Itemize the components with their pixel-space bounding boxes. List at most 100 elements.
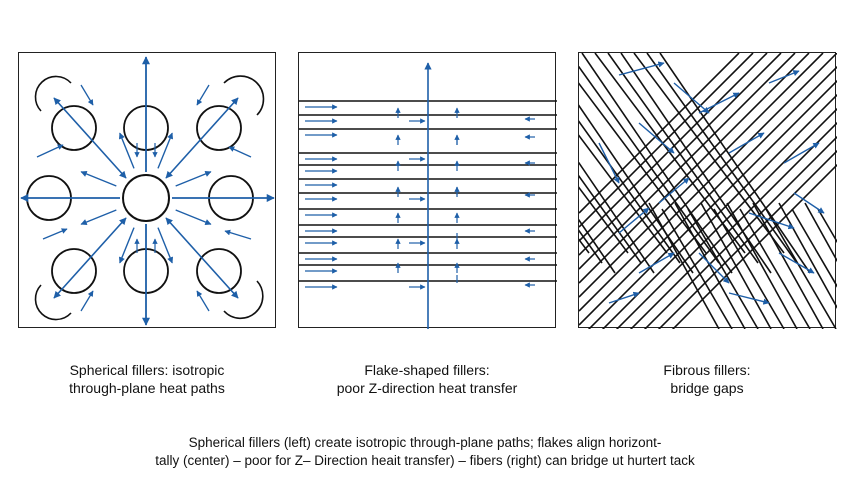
footnote-line: Spherical fillers (left) create isotropi…	[188, 435, 662, 450]
caption-line: poor Z-direction heat transfer	[336, 380, 518, 396]
fiber	[579, 53, 837, 312]
fiber	[661, 208, 733, 329]
heat-flow-arrow	[165, 97, 239, 179]
fiber	[579, 186, 629, 254]
fiber	[700, 202, 772, 329]
fiber	[648, 202, 720, 329]
heat-flow-arrow	[658, 177, 690, 204]
heat-flow-arrow	[598, 142, 620, 184]
spherical-filler	[51, 248, 97, 294]
heat-flow-arrow	[638, 122, 675, 154]
fiber	[671, 163, 837, 329]
caption-line: Fibrous fillers:	[663, 362, 751, 378]
flake-fillers-panel	[298, 52, 557, 329]
fiber	[643, 135, 837, 329]
fiber	[579, 229, 603, 264]
heat-flow-arrow	[80, 290, 94, 312]
central-sphere	[122, 174, 170, 222]
fiber	[579, 65, 837, 326]
fiber	[657, 149, 837, 329]
fiber	[804, 202, 837, 263]
fibrous-fillers-diagram	[579, 53, 837, 329]
spherical-fillers-panel	[18, 52, 276, 328]
heat-flow-arrow	[80, 170, 117, 187]
fiber	[791, 208, 837, 288]
fiber	[646, 53, 798, 264]
heat-flow-arrow	[36, 144, 64, 158]
fiber	[579, 53, 824, 298]
heat-flow-arrow	[80, 209, 117, 226]
heat-flow-arrow	[618, 61, 665, 76]
spherical-filler	[196, 248, 242, 294]
fiber	[629, 121, 837, 329]
fiber	[765, 208, 837, 329]
fiber	[601, 93, 837, 329]
fiber	[579, 53, 810, 284]
heat-flow-arrow	[118, 132, 135, 169]
heat-flow-arrow	[673, 82, 710, 114]
fiber	[579, 161, 655, 274]
fiber	[713, 208, 785, 329]
sphere-arc	[34, 75, 72, 112]
heat-flow-arrow	[224, 229, 252, 240]
fiber	[659, 53, 811, 274]
spherical-filler	[196, 105, 242, 151]
figure-footnote: Spherical fillers (left) create isotropi…	[0, 434, 850, 470]
heat-flow-arrow	[157, 132, 174, 169]
fiber	[579, 53, 754, 228]
fiber	[579, 218, 616, 274]
fiber	[817, 208, 837, 244]
caption-line: Spherical fillers: isotropic	[69, 362, 225, 378]
heat-flow-arrow	[608, 291, 640, 304]
fiber	[579, 53, 782, 256]
heat-flow-arrow	[793, 192, 825, 214]
heat-flow-arrow	[748, 212, 795, 230]
fibrous-fillers-panel	[578, 52, 837, 329]
heat-flow-arrow	[175, 209, 212, 226]
heat-flow-arrow	[228, 146, 252, 158]
fiber	[587, 79, 837, 329]
fiber	[615, 107, 837, 329]
heat-flow-arrow	[80, 84, 94, 106]
fiber	[579, 53, 796, 270]
fiber	[674, 202, 746, 329]
fiber-group	[579, 53, 837, 329]
sphere-arc	[223, 280, 264, 320]
fiber	[687, 208, 759, 329]
spherical-caption: Spherical fillers: isotropic through-pla…	[18, 361, 276, 397]
fibrous-caption: Fibrous fillers: bridge gaps	[578, 361, 836, 397]
heat-flow-arrow	[53, 217, 127, 299]
caption-line: Flake-shaped fillers:	[364, 362, 490, 378]
fiber	[739, 208, 811, 329]
footnote-line: tally (center) – poor for Z– Direction h…	[155, 453, 695, 468]
flake-fillers-diagram	[299, 62, 557, 329]
spherical-fillers-diagram	[20, 56, 275, 326]
heat-flow-arrow	[638, 252, 675, 274]
heat-flow-arrow	[196, 84, 210, 106]
heat-flow-arrow	[42, 228, 68, 240]
heat-flow-arrow	[728, 132, 765, 154]
fiber	[579, 53, 740, 214]
heat-flow-arrow	[175, 170, 212, 187]
heat-flow-arrow	[118, 227, 135, 264]
sphere-arc	[34, 284, 72, 321]
caption-line: through-plane heat paths	[69, 380, 225, 396]
fiber	[579, 120, 681, 264]
heat-flow-arrow	[165, 217, 239, 299]
heat-flow-arrow	[698, 252, 730, 284]
heat-flow-arrow	[778, 252, 815, 274]
sphere-arc	[223, 75, 265, 116]
fiber	[752, 202, 824, 329]
heat-flow-arrow	[196, 290, 210, 312]
heat-flow-arrow	[618, 207, 650, 234]
spherical-filler	[51, 105, 97, 151]
heat-flow-arrow	[783, 142, 820, 164]
caption-line: bridge gaps	[670, 380, 744, 396]
heat-flow-arrow	[728, 292, 770, 305]
fiber	[579, 174, 642, 264]
flake-caption: Flake-shaped fillers: poor Z-direction h…	[298, 361, 556, 397]
fiber	[726, 202, 798, 329]
fiber	[579, 82, 707, 254]
heat-flow-arrow	[53, 97, 127, 179]
fiber	[579, 65, 720, 264]
